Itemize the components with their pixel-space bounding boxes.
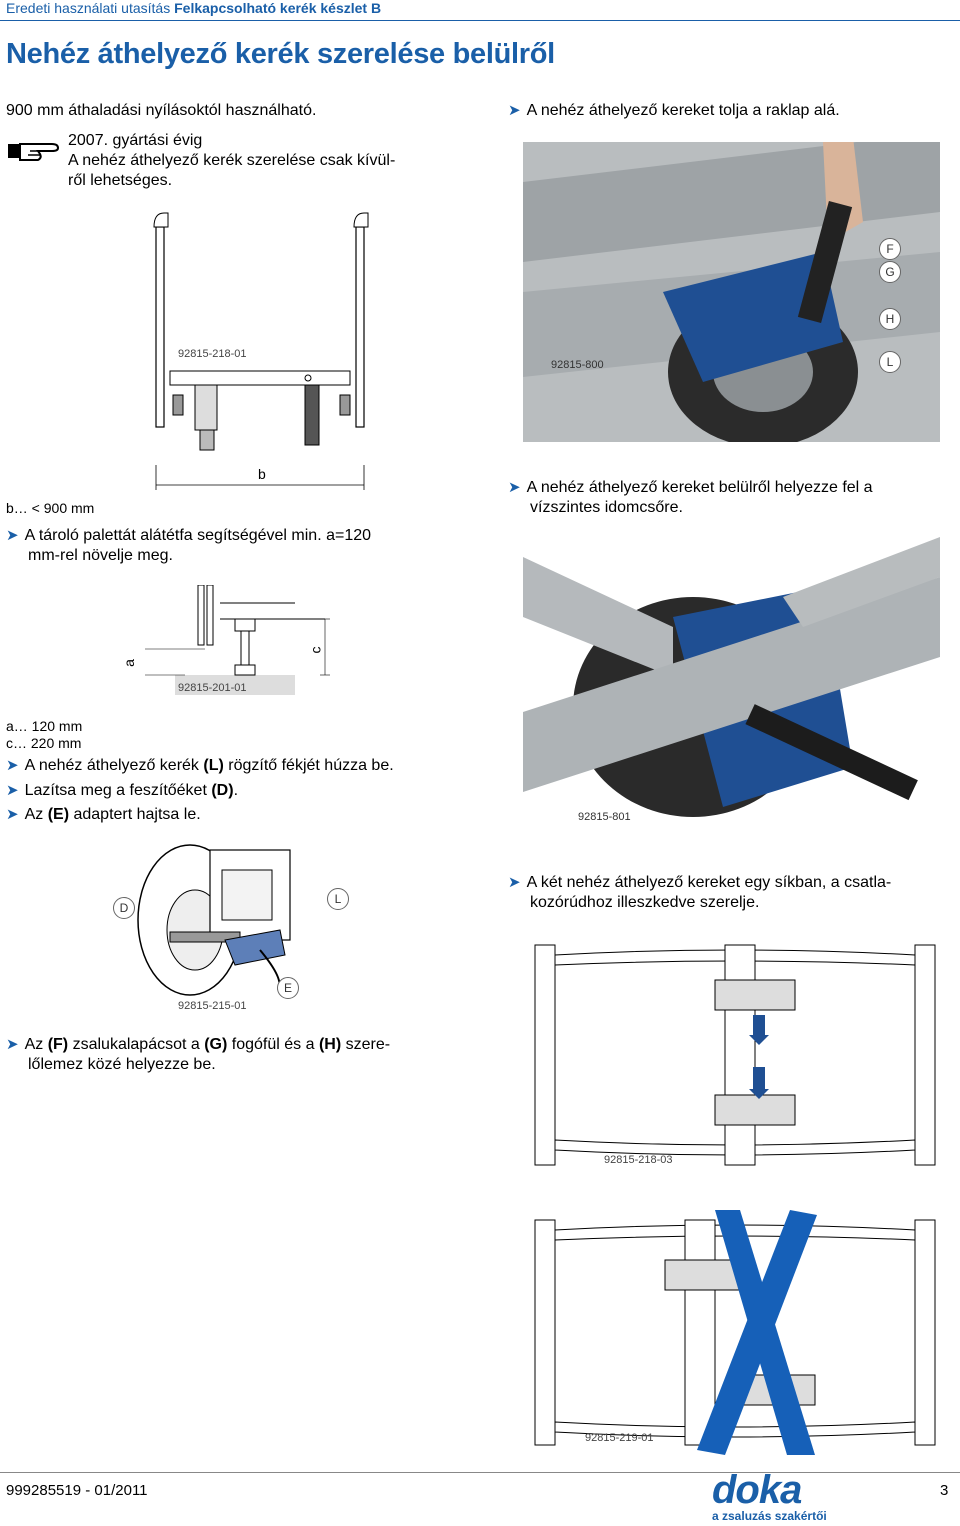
fig3-label-L: L xyxy=(327,888,349,910)
step-loosen: ➤Lazítsa meg a feszítőéket (D). xyxy=(6,782,239,799)
photo1-code: 92815-800 xyxy=(551,359,604,371)
page-number: 3 xyxy=(940,1482,949,1499)
fig4-code: 92815-218-03 xyxy=(604,1154,673,1166)
fig3-label-D: D xyxy=(113,897,135,919)
step-arrow-icon: ➤ xyxy=(6,782,19,799)
step-place-2: vízszintes idomcsőre. xyxy=(530,499,683,516)
step-raise-2: mm-rel növelje meg. xyxy=(28,547,173,564)
running-header: Eredeti használati utasítás Felkapcsolha… xyxy=(6,0,381,16)
fig2-code: 92815-201-01 xyxy=(178,682,247,694)
note-text-1: A nehéz áthelyező kerék szerelése csak k… xyxy=(68,152,396,169)
fig2-dim-c: c xyxy=(307,646,324,654)
step-adapter: ➤Az (E) adaptert hajtsa le. xyxy=(6,806,201,823)
step-arrow-icon: ➤ xyxy=(6,527,19,544)
step-hammer-2: lőlemez közé helyezze be. xyxy=(28,1056,216,1073)
intro-text: 900 mm áthaladási nyílásoktól használhat… xyxy=(6,102,317,119)
fig1-dim-b: b xyxy=(258,466,266,482)
fig3-label-E: E xyxy=(277,977,299,999)
step-plane-2: kozórúdhoz illeszkedve szerelje. xyxy=(530,894,760,911)
step-arrow-icon: ➤ xyxy=(508,479,521,496)
step-hammer: ➤Az (F) zsalukalapácsot a (G) fogófül és… xyxy=(6,1036,391,1053)
photo1-label-L: L xyxy=(879,351,901,373)
photo-wheel-mounted xyxy=(523,537,940,847)
step-raise: ➤A tároló palettát alátétfa segítségével… xyxy=(6,527,372,544)
fig2-dim-a: a xyxy=(120,659,137,667)
note-year: 2007. gyártási évig xyxy=(68,132,203,149)
step-brake: ➤A nehéz áthelyező kerék (L) rögzítő fék… xyxy=(6,757,394,774)
fig3-code: 92815-215-01 xyxy=(178,1000,247,1012)
header-product: Felkapcsolható kerék készlet B xyxy=(174,0,382,16)
footer-rule xyxy=(0,1472,960,1473)
step-arrow-icon: ➤ xyxy=(6,1036,19,1053)
photo2-code: 92815-801 xyxy=(578,811,631,823)
step-arrow-icon: ➤ xyxy=(6,806,19,823)
step-plane: ➤A két nehéz áthelyező kereket egy síkba… xyxy=(508,874,892,891)
top-view-wrong-drawing xyxy=(534,1210,936,1455)
fig5-code: 92815-219-01 xyxy=(585,1432,654,1444)
step-place: ➤A nehéz áthelyező kereket belülről hely… xyxy=(508,479,873,496)
step-push: ➤A nehéz áthelyező kereket tolja a rakla… xyxy=(508,102,840,119)
step-arrow-icon: ➤ xyxy=(508,102,521,119)
step-arrow-icon: ➤ xyxy=(6,757,19,774)
fig1-code: 92815-218-01 xyxy=(178,348,247,360)
note-text-2: ről lehetséges. xyxy=(68,172,173,189)
photo1-label-H: H xyxy=(879,308,901,330)
photo-hammer-insert xyxy=(523,142,940,442)
page-title: Nehéz áthelyező kerék szerelése belülről xyxy=(6,38,555,70)
doc-number: 999285519 - 01/2011 xyxy=(6,1482,148,1499)
b-value: b… < 900 mm xyxy=(6,500,95,516)
top-view-correct-drawing xyxy=(534,944,936,1166)
step-arrow-icon: ➤ xyxy=(508,874,521,891)
doka-logo: doka a zsaluzás szakértői xyxy=(712,1468,827,1523)
header-rule xyxy=(0,20,960,21)
c-value: c… 220 mm xyxy=(6,735,82,751)
a-value: a… 120 mm xyxy=(6,718,83,734)
pallet-section-drawing xyxy=(145,585,330,695)
photo1-label-F: F xyxy=(879,238,901,260)
pallet-front-drawing xyxy=(153,212,369,490)
header-prefix: Eredeti használati utasítás xyxy=(6,0,171,16)
wheel-adapter-drawing xyxy=(137,844,291,996)
photo1-label-G: G xyxy=(879,261,901,283)
pointing-hand-icon xyxy=(8,143,60,161)
